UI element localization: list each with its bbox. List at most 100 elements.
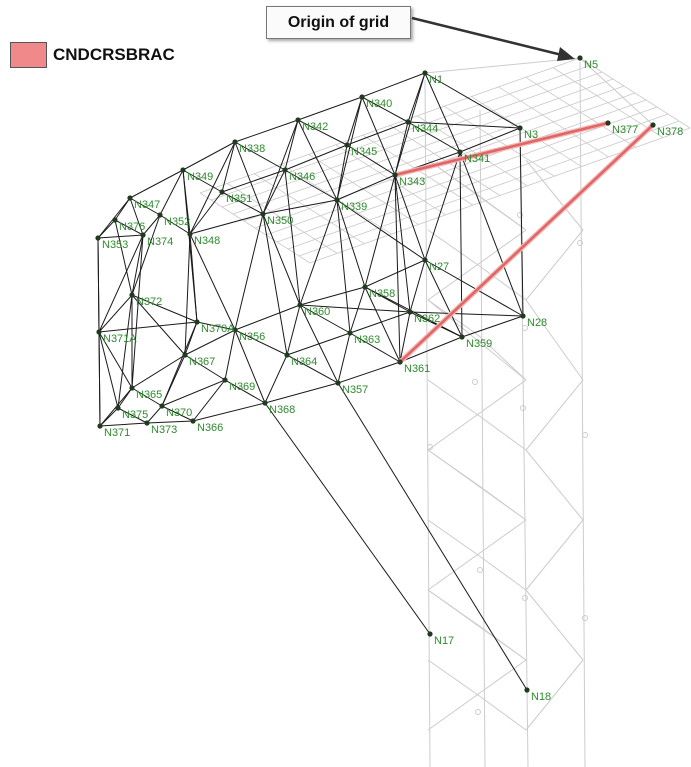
- member-N373-N366[interactable]: [146, 420, 194, 424]
- node-n344[interactable]: [405, 119, 411, 125]
- member-N344-N341[interactable]: [407, 121, 461, 153]
- node-n368[interactable]: [262, 400, 268, 406]
- node-n341[interactable]: [457, 149, 463, 155]
- node-n374[interactable]: [140, 232, 146, 238]
- member-N339-N27[interactable]: [336, 199, 426, 261]
- member-N28-N359[interactable]: [461, 315, 524, 338]
- member-N346-N339[interactable]: [284, 169, 338, 201]
- member-N348-N356[interactable]: [189, 233, 236, 331]
- member-N350-N356[interactable]: [234, 213, 264, 331]
- node-n364[interactable]: [284, 352, 290, 358]
- node-n351[interactable]: [219, 189, 225, 195]
- member-N364-N368[interactable]: [264, 354, 288, 404]
- member-N358-N360[interactable]: [299, 286, 366, 306]
- member-N367-N370[interactable]: [161, 354, 186, 407]
- node-n360[interactable]: [297, 302, 303, 308]
- node-n363[interactable]: [347, 330, 353, 336]
- member-N343-N361[interactable]: [394, 174, 401, 363]
- member-N1-N341[interactable]: [424, 72, 461, 153]
- member-N3-N341[interactable]: [459, 127, 521, 153]
- member-N341-N27[interactable]: [424, 151, 461, 261]
- member-N1-N3[interactable]: [424, 72, 521, 129]
- node-n349[interactable]: [180, 167, 186, 173]
- node-n361[interactable]: [397, 359, 403, 365]
- node-n371a[interactable]: [96, 329, 102, 335]
- member-N358-N359[interactable]: [364, 286, 463, 338]
- member-N363-N364[interactable]: [286, 332, 351, 356]
- node-n343[interactable]: [392, 172, 398, 178]
- member-N1-N343[interactable]: [394, 72, 426, 176]
- member-N369-N370[interactable]: [161, 379, 226, 407]
- node-n340[interactable]: [359, 94, 365, 100]
- member-N358-N363[interactable]: [349, 286, 366, 334]
- member-N342-N339[interactable]: [297, 119, 338, 201]
- member-N372-N371A[interactable]: [98, 294, 133, 333]
- member-N339-N358[interactable]: [336, 199, 366, 288]
- member-N347-N352[interactable]: [129, 197, 161, 216]
- node-n3[interactable]: [517, 125, 523, 131]
- member-N345-N339[interactable]: [336, 144, 348, 201]
- member-N371A-N371[interactable]: [98, 331, 101, 427]
- member-N344-N345[interactable]: [346, 121, 409, 146]
- member-N368-N17[interactable]: [264, 402, 431, 635]
- node-n365[interactable]: [129, 385, 135, 391]
- member-N362-N361[interactable]: [399, 311, 411, 363]
- member-N352-N374[interactable]: [142, 214, 161, 236]
- cndcrsbrac-member-N361-N378[interactable]: [399, 124, 654, 363]
- member-N340-N339[interactable]: [336, 96, 363, 201]
- member-N346-N350[interactable]: [262, 169, 286, 215]
- member-N351-N348[interactable]: [189, 191, 223, 235]
- member-N350-N360[interactable]: [262, 213, 301, 306]
- member-N343-N345[interactable]: [346, 144, 396, 176]
- node-n373[interactable]: [144, 420, 150, 426]
- member-N371A-N365[interactable]: [98, 331, 133, 389]
- member-N374-N371A[interactable]: [98, 234, 144, 333]
- member-N363-N361[interactable]: [349, 332, 401, 363]
- node-n358[interactable]: [362, 284, 368, 290]
- member-N367-N365[interactable]: [131, 354, 186, 389]
- member-N339-N360[interactable]: [299, 199, 338, 306]
- member-N369-N368[interactable]: [224, 379, 266, 404]
- member-N343-N339[interactable]: [336, 174, 396, 201]
- node-n377[interactable]: [605, 120, 611, 126]
- member-N346-N360[interactable]: [284, 169, 301, 306]
- node-n348[interactable]: [187, 231, 193, 237]
- member-N359-N361[interactable]: [399, 336, 463, 363]
- node-n347[interactable]: [127, 195, 133, 201]
- member-N360-N364[interactable]: [286, 304, 301, 356]
- member-N340-N344[interactable]: [361, 96, 409, 123]
- member-N364-N357[interactable]: [286, 354, 339, 384]
- member-N27-N362[interactable]: [409, 259, 426, 313]
- node-n1[interactable]: [422, 70, 428, 76]
- member-N369-N366[interactable]: [192, 379, 226, 422]
- member-N352-N348[interactable]: [159, 214, 191, 235]
- node-n28[interactable]: [520, 313, 526, 319]
- member-N349-N352[interactable]: [159, 169, 184, 216]
- member-N346-N351[interactable]: [221, 169, 286, 193]
- member-N370-N366[interactable]: [161, 405, 194, 422]
- node-n27[interactable]: [422, 257, 428, 263]
- member-N341-N28[interactable]: [459, 151, 524, 317]
- member-N367-N369[interactable]: [184, 354, 226, 381]
- member-N338-N348[interactable]: [189, 141, 236, 235]
- member-N1-N340[interactable]: [361, 72, 426, 98]
- node-n367[interactable]: [182, 352, 188, 358]
- node-n366[interactable]: [190, 418, 196, 424]
- member-N370-N373[interactable]: [146, 405, 163, 424]
- member-N372-N367[interactable]: [131, 294, 186, 356]
- member-N357-N368[interactable]: [264, 382, 339, 404]
- cndcrsbrac-member-N343-N377[interactable]: [394, 121, 609, 177]
- member-N360-N363[interactable]: [299, 304, 351, 334]
- member-N342-N346[interactable]: [284, 119, 299, 171]
- member-N372-N375[interactable]: [117, 294, 133, 409]
- member-N340-N343[interactable]: [361, 96, 396, 176]
- member-N370A-N372[interactable]: [131, 294, 198, 323]
- member-N28-N362[interactable]: [409, 311, 524, 317]
- member-N343-N362[interactable]: [394, 174, 411, 313]
- member-N341-N359[interactable]: [459, 151, 463, 338]
- member-N349-N347[interactable]: [129, 169, 184, 199]
- member-N339-N363[interactable]: [336, 199, 351, 334]
- cndcrsbrac-members[interactable]: [394, 120, 655, 364]
- node-n370a[interactable]: [194, 319, 200, 325]
- member-N348-N367[interactable]: [184, 233, 191, 356]
